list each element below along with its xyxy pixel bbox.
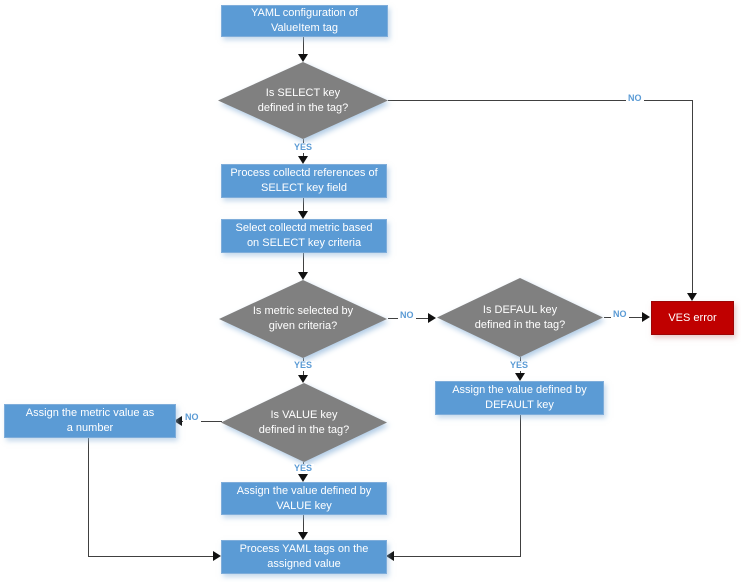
connector-value-number xyxy=(181,421,222,422)
node-label: Assign the metric value as a number xyxy=(25,407,155,434)
edge-label-yes-default: YES xyxy=(508,360,531,371)
node-decision-metric-selected: Is metric selected by given criteria? xyxy=(219,280,387,358)
node-process-yaml-tags: Process YAML tags on the assigned value xyxy=(221,540,387,574)
node-label: Select collectd metric based on SELECT k… xyxy=(235,222,373,249)
edge-label-no-value: NO xyxy=(183,412,201,423)
arrowhead-down-icon xyxy=(515,373,525,381)
node-label: Assign the value defined by DEFAULT key xyxy=(452,384,587,411)
arrowhead-right-icon xyxy=(642,312,650,322)
node-assign-metric-number: Assign the metric value as a number xyxy=(4,404,176,438)
node-label: Is DEFAUL key defined in the tag? xyxy=(474,303,566,331)
edge-label-yes-metric: YES xyxy=(292,360,315,371)
arrowhead-left-icon xyxy=(386,551,394,561)
connector-start-select xyxy=(303,35,304,56)
node-label: Is metric selected by given criteria? xyxy=(252,305,354,332)
node-label: VES error xyxy=(668,311,717,324)
arrowhead-down-icon xyxy=(298,54,308,62)
node-decision-value-key: Is VALUE key defined in the tag? xyxy=(221,383,387,462)
arrowhead-down-icon xyxy=(298,474,308,482)
arrowhead-down-icon xyxy=(298,211,308,219)
arrowhead-left-icon xyxy=(174,416,182,426)
arrowhead-down-icon xyxy=(298,375,308,383)
connector-refs-metric xyxy=(303,196,304,212)
connector-number-process-v xyxy=(88,436,89,557)
edge-label-yes-select: YES xyxy=(292,142,315,153)
connector-assigndefault-process-h xyxy=(393,556,521,557)
connector-metric-decision xyxy=(303,251,304,273)
arrowhead-down-icon xyxy=(687,293,697,301)
node-select-collectd-metric: Select collectd metric based on SELECT k… xyxy=(221,219,387,253)
connector-number-process-h xyxy=(88,556,214,557)
node-label: YAML configuration of ValueItem tag xyxy=(250,7,358,34)
node-label: Process collectd references of SELECT ke… xyxy=(230,167,378,194)
edge-label-no-metric: NO xyxy=(398,310,416,321)
node-label: Process YAML tags on the assigned value xyxy=(239,543,369,570)
node-assign-default-key: Assign the value defined by DEFAULT key xyxy=(435,381,604,415)
node-start-yaml-configuration: YAML configuration of ValueItem tag xyxy=(221,5,388,37)
connector-select-error-v xyxy=(692,100,693,294)
node-label: Is SELECT key defined in the tag? xyxy=(257,86,349,114)
connector-assignvalue-process xyxy=(303,513,304,533)
node-ves-error: VES error xyxy=(651,301,734,335)
edge-label-no-select: NO xyxy=(626,93,644,104)
node-assign-value-key: Assign the value defined by VALUE key xyxy=(221,482,387,515)
node-decision-default-key: Is DEFAUL key defined in the tag? xyxy=(437,278,603,357)
node-process-collectd-references: Process collectd references of SELECT ke… xyxy=(221,164,387,198)
arrowhead-down-icon xyxy=(298,272,308,280)
edge-label-yes-value: YES xyxy=(292,463,315,474)
arrowhead-down-icon xyxy=(298,156,308,164)
connector-assigndefault-process-v xyxy=(520,413,521,557)
node-label: Is VALUE key defined in the tag? xyxy=(258,408,350,436)
arrowhead-right-icon xyxy=(213,551,221,561)
connector-select-error-h xyxy=(388,100,693,101)
arrowhead-right-icon xyxy=(428,313,436,323)
edge-label-no-default: NO xyxy=(611,309,629,320)
node-label: Assign the value defined by VALUE key xyxy=(236,484,372,512)
node-decision-select-key: Is SELECT key defined in the tag? xyxy=(218,62,388,139)
arrowhead-down-icon xyxy=(298,532,308,540)
